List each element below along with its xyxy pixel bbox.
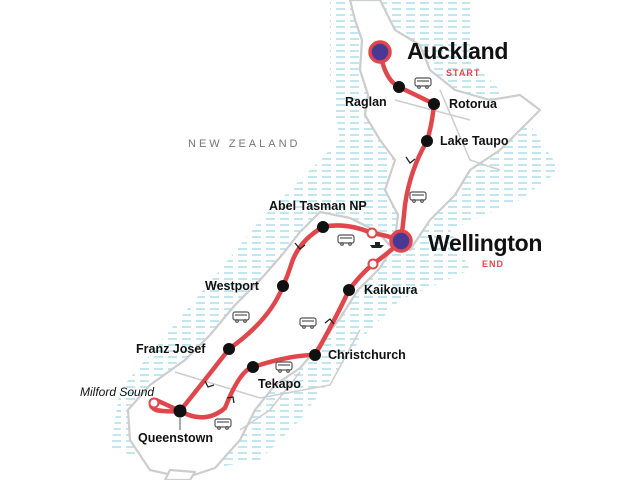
stop-label-rotorua: Rotorua [449, 97, 497, 111]
bus-icon [232, 311, 250, 323]
bus-icon [337, 234, 355, 246]
direction-arrow-icon [204, 156, 416, 404]
start-tag: START [446, 68, 481, 78]
land [126, 0, 542, 480]
waypoint-milford-sound [148, 397, 160, 409]
south-island [126, 210, 394, 480]
end-tag: END [482, 259, 505, 269]
stop-lake-taupo [421, 135, 433, 147]
stop-rotorua [428, 98, 440, 110]
stop-tekapo [247, 361, 259, 373]
stop-label-franz-josef: Franz Josef [136, 342, 206, 356]
ferry-icon [370, 242, 384, 248]
stop-label-raglan: Raglan [345, 95, 387, 109]
endpoint-auckland [368, 40, 392, 64]
waypoint-picton [366, 227, 378, 239]
endpoint-label-auckland: Auckland [407, 38, 509, 64]
stop-label-christchurch: Christchurch [328, 348, 406, 362]
stewart-island [163, 468, 197, 480]
endpoint-wellington [389, 229, 413, 253]
stop-christchurch [309, 349, 321, 361]
stop-label-westport: Westport [205, 279, 259, 293]
stop-label-abel-tasman: Abel Tasman NP [269, 199, 367, 213]
bus-icon [299, 317, 317, 329]
bus-icon [414, 77, 432, 89]
stop-markers [148, 40, 440, 430]
stop-kaikoura [343, 284, 355, 296]
stop-label-queenstown: Queenstown [138, 431, 214, 445]
stop-raglan [393, 81, 405, 93]
stop-westport [277, 280, 289, 292]
stop-label-tekapo: Tekapo [258, 377, 301, 391]
stop-label-lake-taupo: Lake Taupo [440, 134, 509, 148]
stop-abel-tasman [317, 221, 329, 233]
bus-icon [275, 361, 293, 373]
north-island [348, 0, 542, 252]
bus-icon [409, 191, 427, 203]
bus-icon [214, 418, 232, 430]
endpoint-label-wellington: Wellington [428, 230, 543, 256]
stop-franz-josef [223, 343, 235, 355]
bus-icons [214, 77, 432, 430]
waypoint-blenheim [367, 258, 379, 270]
country-label: NEW ZEALAND [188, 138, 301, 150]
stop-label-kaikoura: Kaikoura [364, 283, 418, 297]
side-trip-label-milford-sound: Milford Sound [80, 385, 155, 399]
stop-queenstown [173, 404, 187, 418]
